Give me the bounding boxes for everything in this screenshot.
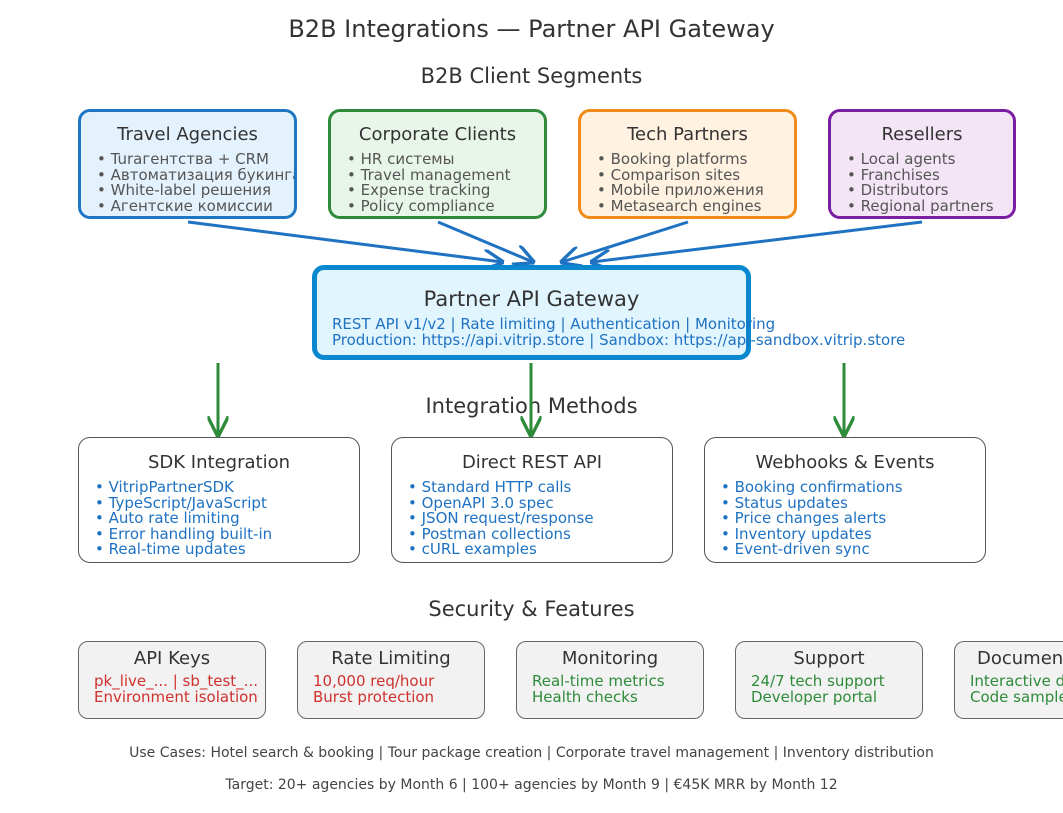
method-item: Postman collections [408, 526, 672, 543]
feature-line: 24/7 tech support [751, 672, 885, 690]
method-webhooks-events: Webhooks & Events Booking confirmations … [704, 437, 986, 563]
segment-item: Metasearch engines [597, 198, 794, 215]
feature-line: Burst protection [313, 687, 435, 706]
feature-rate-limiting: Rate Limiting 10,000 req/hour Burst prot… [297, 641, 485, 719]
method-item: VitripPartnerSDK [95, 479, 359, 496]
segment-title: Corporate Clients [358, 124, 517, 145]
method-item: JSON request/response [408, 510, 672, 527]
feature-line: Real-time metrics [532, 672, 665, 690]
method-item: Auto rate limiting [95, 510, 359, 527]
method-item: Status updates [721, 495, 985, 512]
segment-item: Policy compliance [347, 198, 544, 215]
method-item: Error handling built-in [95, 526, 359, 543]
feature-line: Interactive docs [970, 672, 1063, 690]
feature-line: Developer portal [751, 687, 878, 706]
feature-line: Health checks [532, 687, 638, 706]
segment-title: Tech Partners [627, 124, 748, 145]
segment-tech-partners: Tech Partners Booking platforms Comparis… [578, 109, 797, 219]
target-text: Target: 20+ agencies by Month 6 | 100+ a… [225, 777, 838, 793]
segment-title: Travel Agencies [117, 124, 258, 145]
method-item: OpenAPI 3.0 spec [408, 495, 672, 512]
method-direct-rest-api: Direct REST API Standard HTTP calls Open… [391, 437, 673, 563]
method-sdk-integration: SDK Integration VitripPartnerSDK TypeScr… [78, 437, 360, 563]
feature-support: Support 24/7 tech support Developer port… [735, 641, 923, 719]
arrow-travel-to-gateway [187, 220, 502, 262]
arrow-corporate-to-gateway [437, 220, 533, 262]
feature-line: Environment isolation [94, 687, 258, 706]
feature-monitoring: Monitoring Real-time metrics Health chec… [516, 641, 704, 719]
method-title: Direct REST API [461, 452, 603, 473]
segment-travel-agencies: Travel Agencies Turагентства + CRM Автом… [78, 109, 297, 219]
method-item: Inventory updates [721, 526, 985, 543]
method-item: Real-time updates [95, 541, 359, 558]
segment-item: Comparison sites [597, 167, 794, 184]
segment-title: Resellers [881, 124, 963, 145]
feature-api-keys: API Keys pk_live_... | sb_test_... Envir… [78, 641, 266, 719]
method-item: TypeScript/JavaScript [95, 495, 359, 512]
segment-item: White-label решения [97, 182, 294, 199]
feature-title: Rate Limiting [331, 648, 451, 669]
feature-title: Monitoring [561, 648, 659, 669]
method-item: Booking confirmations [721, 479, 985, 496]
segment-item: Travel management [347, 167, 544, 184]
segment-item: Автоматизация букинга [97, 167, 294, 184]
arrow-tech-to-gateway [562, 220, 689, 262]
partner-api-gateway: Partner API Gateway REST API v1/v2 | Rat… [312, 265, 906, 360]
method-item: Event-driven sync [721, 541, 985, 558]
method-title: Webhooks & Events [755, 452, 935, 473]
arrow-resellers-to-gateway [592, 220, 923, 262]
feature-line: Code samples [970, 687, 1063, 706]
segment-item: Expense tracking [347, 182, 544, 199]
segment-item: Turагентства + CRM [97, 151, 294, 168]
page-title: B2B Integrations — Partner API Gateway [288, 15, 775, 43]
feature-line: 10,000 req/hour [313, 672, 435, 690]
segment-item: Агентские комиссии [97, 198, 294, 215]
use-cases-text: Use Cases: Hotel search & booking | Tour… [129, 745, 934, 761]
feature-documentation: Documentation Interactive docs Code samp… [954, 641, 1063, 719]
method-item: Price changes alerts [721, 510, 985, 527]
features-heading: Security & Features [428, 597, 635, 621]
segment-corporate-clients: Corporate Clients HR системы Travel mana… [328, 109, 547, 219]
segment-item: Local agents [847, 151, 1013, 168]
segment-item: Regional partners [847, 198, 1013, 215]
segment-item: Mobile приложения [597, 182, 794, 199]
segments-heading: B2B Client Segments [420, 64, 643, 88]
feature-line: pk_live_... | sb_test_... [94, 672, 258, 690]
segment-resellers: Resellers Local agents Franchises Distri… [828, 109, 1016, 219]
method-item: Standard HTTP calls [408, 479, 672, 496]
segment-item: Distributors [847, 182, 1013, 199]
gateway-features: REST API v1/v2 | Rate limiting | Authent… [332, 315, 776, 333]
feature-title: Documentation [977, 648, 1063, 669]
segment-item: Franchises [847, 167, 1013, 184]
method-item: cURL examples [408, 541, 672, 558]
segment-item: Booking platforms [597, 151, 794, 168]
gateway-title: Partner API Gateway [423, 287, 640, 311]
gateway-endpoints: Production: https://api.vitrip.store | S… [332, 331, 906, 349]
segment-item: HR системы [347, 151, 544, 168]
feature-title: Support [793, 648, 865, 669]
feature-title: API Keys [133, 648, 211, 669]
method-title: SDK Integration [148, 452, 290, 473]
